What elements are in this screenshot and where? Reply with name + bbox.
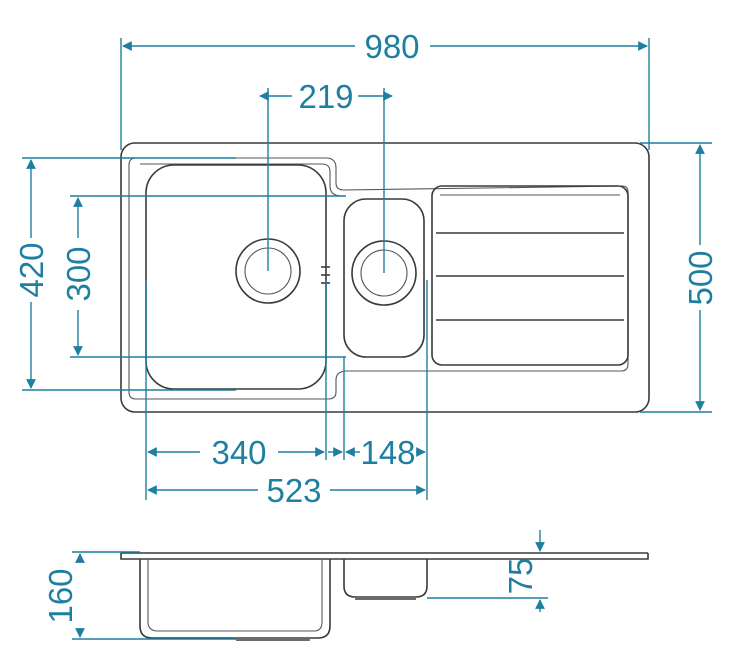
dimension-label-420: 420 xyxy=(13,242,50,297)
side-view xyxy=(120,552,649,641)
sink-inner-rim xyxy=(128,157,629,400)
side-main-bowl xyxy=(139,559,331,639)
dimension-label-500: 500 xyxy=(682,250,719,305)
dimension-label-219: 219 xyxy=(298,78,353,115)
side-main-bowl-inner xyxy=(147,559,323,632)
dimension-label-300: 300 xyxy=(60,246,97,301)
dimension-label-980: 980 xyxy=(364,28,419,65)
top-view xyxy=(120,142,650,413)
side-small-bowl xyxy=(343,559,428,598)
drainer-board xyxy=(431,185,629,366)
dimension-label-75: 75 xyxy=(502,558,539,595)
main-bowl xyxy=(145,164,327,390)
side-deck xyxy=(120,553,649,560)
dimension-label-523: 523 xyxy=(266,472,321,509)
dimensions: 980 219 500 420 300 340 xyxy=(13,28,719,640)
dimension-label-160: 160 xyxy=(42,568,79,623)
dimension-label-340: 340 xyxy=(211,434,266,471)
sink-outer-outline xyxy=(120,142,650,413)
dimension-label-148: 148 xyxy=(360,434,415,471)
